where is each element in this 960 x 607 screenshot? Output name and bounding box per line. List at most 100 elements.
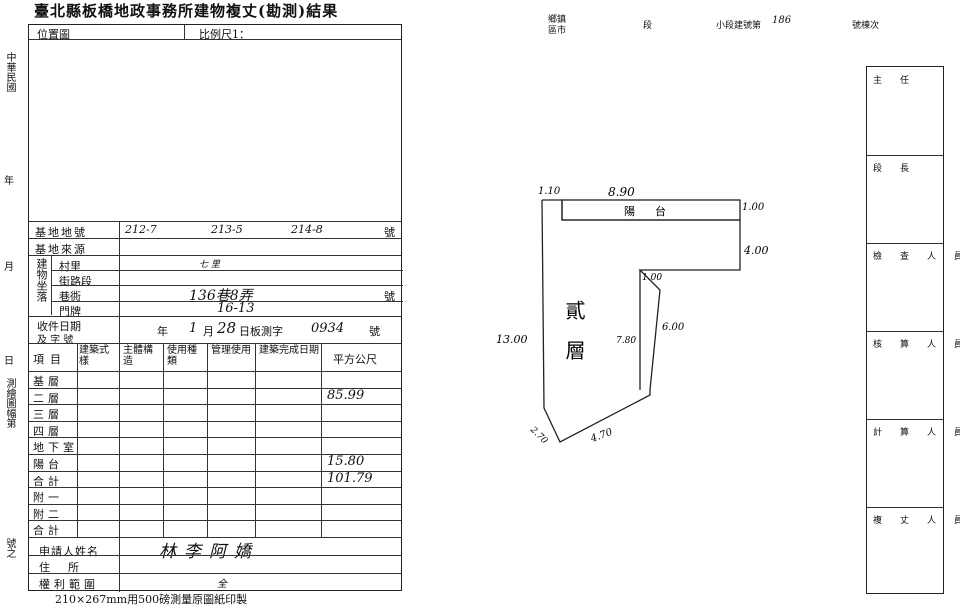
col-item: 項目 xyxy=(33,353,67,366)
row-divider xyxy=(29,520,401,522)
lane-suffix: 號 xyxy=(384,290,395,303)
dim-4: 4.00 xyxy=(743,244,769,257)
receipt-label-2: 及 字 號 xyxy=(37,335,74,346)
paper-spec-footer: 210×267mm用500磅測量原圖紙印製 xyxy=(55,593,248,606)
signoff-label: 計算人員 xyxy=(873,428,960,438)
document-title: 臺北縣板橋地政事務所建物複丈(勘測)結果 xyxy=(34,2,339,20)
receipt-number: 0934 xyxy=(311,321,345,336)
dim-1: 1.10 xyxy=(538,186,561,197)
signoff-label: 檢查人員 xyxy=(873,252,960,262)
building-suffix: 號棟次 xyxy=(852,21,880,31)
floor-row-area: 15.80 xyxy=(327,454,365,469)
signoff-divider xyxy=(867,419,943,420)
floor-row-label: 附二 xyxy=(33,507,63,521)
floor-row-label: 地下室 xyxy=(33,441,78,455)
survey-form: 位置圖 比例尺1： 基地地號 212-7 213-5 214-8 號 基地來源 … xyxy=(28,24,403,592)
base-source-label: 基地來源 xyxy=(35,243,87,256)
balcony-label: 陽台 xyxy=(624,204,686,218)
floor-row-label: 基層 xyxy=(33,375,63,388)
margin-era: 中華民國 xyxy=(4,52,15,92)
signoff-divider xyxy=(867,331,943,332)
receipt-day-unit: 日板測字 xyxy=(239,325,283,338)
district-label: 區市 xyxy=(548,26,567,36)
residence-label: 住所 xyxy=(39,561,97,574)
location-map-label: 位置圖 xyxy=(37,28,70,41)
floor-row-label: 二層 xyxy=(33,391,63,405)
base-lot-3: 214-8 xyxy=(291,223,323,236)
dim-7: 7.80 xyxy=(616,336,636,346)
margin-month: 月 xyxy=(4,262,14,273)
applicant-label: 申請人姓名 xyxy=(39,545,99,558)
floor-row-label: 三層 xyxy=(33,408,63,422)
floor-row-label: 附一 xyxy=(33,491,63,505)
signoff-label: 核算人員 xyxy=(873,340,960,350)
building-number: 186 xyxy=(772,15,792,26)
margin-year: 年 xyxy=(4,176,14,187)
base-lot-suffix: 號 xyxy=(384,226,395,239)
door-no-value: 16-13 xyxy=(217,301,255,316)
door-no-label: 門牌 xyxy=(59,305,81,318)
receipt-month: 1 xyxy=(189,321,198,336)
signoff-label: 主任 xyxy=(873,76,928,86)
row-divider xyxy=(29,420,401,422)
col-area: 平方公尺 xyxy=(333,353,377,366)
col-completion-date: 建築完成日期 xyxy=(259,345,319,356)
signoff-label: 複丈人員 xyxy=(873,516,960,526)
signoff-label: 段長 xyxy=(873,164,928,174)
receipt-suffix: 號 xyxy=(369,325,380,338)
dim-9: 2.70 xyxy=(527,424,549,446)
dim-3: 1.00 xyxy=(742,202,765,213)
signoff-divider xyxy=(867,507,943,508)
margin-day: 日 xyxy=(4,356,14,367)
section-label: 段 xyxy=(643,21,653,31)
receipt-label-1: 收件日期 xyxy=(37,320,81,333)
floor-row-label: 合計 xyxy=(33,524,63,538)
row-divider xyxy=(29,487,401,489)
dim-6: 13.00 xyxy=(496,333,528,346)
base-lot-label: 基地地號 xyxy=(35,226,87,239)
lane-label: 巷衖 xyxy=(59,290,81,303)
floor-row-label: 合計 xyxy=(33,474,63,488)
col-structure: 主體構造 xyxy=(123,345,153,367)
receipt-year-unit: 年 xyxy=(157,325,168,338)
col-management: 管理使用 xyxy=(211,345,251,356)
base-lot-1: 212-7 xyxy=(125,223,157,236)
floor-label: 貳層 xyxy=(562,300,586,380)
row-divider xyxy=(29,404,401,406)
col-use-type: 使用種類 xyxy=(167,345,197,367)
applicant-name: 林李阿嬌 xyxy=(159,542,259,562)
row-divider xyxy=(29,503,401,505)
row-divider xyxy=(29,454,401,455)
rights-scope-value: 全 xyxy=(217,579,227,590)
subsection-label: 小段建號第 xyxy=(716,21,762,31)
row-divider xyxy=(29,470,401,472)
address-group-label: 建物坐落 xyxy=(35,258,48,302)
village-label: 村里 xyxy=(59,260,81,273)
row-divider xyxy=(29,387,401,389)
row-divider xyxy=(29,537,401,538)
receipt-month-unit: 月 xyxy=(203,325,214,338)
scale-label: 比例尺1： xyxy=(199,28,250,41)
receipt-day: 28 xyxy=(217,319,237,337)
signoff-divider xyxy=(867,243,943,244)
street-label: 街路段 xyxy=(59,275,92,288)
dim-10: 4.70 xyxy=(588,427,614,446)
dim-5: 1.00 xyxy=(642,273,662,283)
dim-8: 6.00 xyxy=(662,322,685,333)
lane-value: 136巷8弄 xyxy=(189,288,253,304)
floor-row-area: 85.99 xyxy=(327,387,365,403)
floor-row-label: 陽台 xyxy=(33,458,63,471)
town-label: 鄉鎮 xyxy=(548,15,567,25)
base-lot-2: 213-5 xyxy=(211,223,243,236)
row-divider xyxy=(29,437,401,439)
col-style: 建築式樣 xyxy=(79,345,109,367)
signoff-column: 主任段長檢查人員核算人員計算人員複丈人員 xyxy=(866,66,960,594)
margin-sheet-no: 測繪圖幅第 xyxy=(4,378,15,428)
rights-scope-label: 權利範圍 xyxy=(39,578,99,591)
floor-plan-sketch: 1.10 8.90 1.00 4.00 1.00 13.00 7.80 6.00… xyxy=(496,185,769,446)
margin-number: 號之 xyxy=(4,538,15,558)
floor-row-area: 101.79 xyxy=(327,470,373,486)
village-value: 七 里 xyxy=(199,260,220,270)
signoff-divider xyxy=(867,155,943,156)
dim-2: 8.90 xyxy=(608,185,635,199)
